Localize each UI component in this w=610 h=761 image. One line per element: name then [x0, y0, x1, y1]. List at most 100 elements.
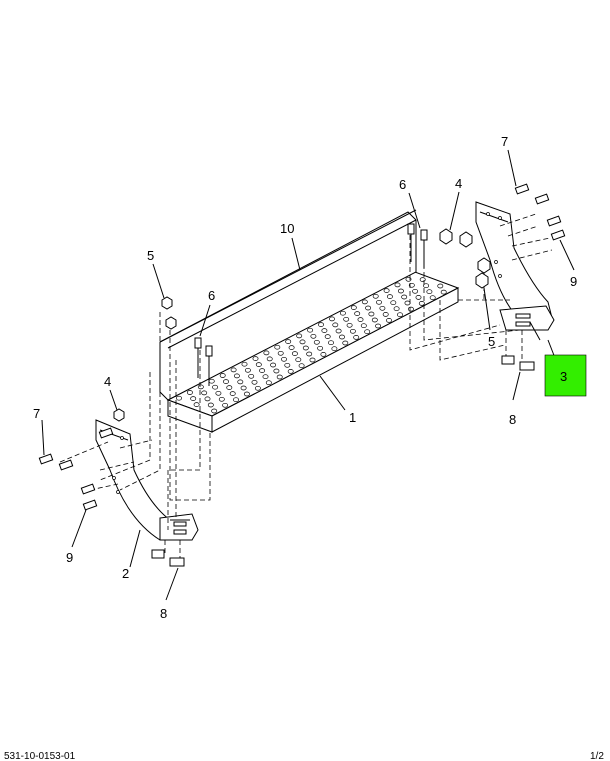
perforation-hole: [218, 396, 225, 402]
perforation-hole: [307, 327, 314, 333]
perforation-hole: [277, 350, 284, 356]
perforation-hole: [190, 396, 197, 401]
callout-8-right: 8: [509, 412, 516, 427]
assembly-lines: [59, 213, 553, 560]
perforation-hole: [332, 322, 339, 328]
bolt-icon: [38, 427, 114, 471]
step-plate: [166, 271, 460, 433]
callout-4-left: 4: [104, 374, 111, 389]
perforation-hole: [379, 305, 386, 311]
perforation-hole: [350, 305, 357, 310]
perforation-hole: [212, 384, 219, 390]
perforation-hole: [237, 379, 244, 385]
perforation-hole: [440, 289, 447, 295]
perforation-hole: [329, 316, 335, 322]
perforation-hole: [407, 306, 414, 312]
callout-5-right: 5: [488, 334, 495, 349]
perforation-hole: [230, 367, 237, 373]
perforation-hole: [263, 350, 270, 356]
perforation-hole: [251, 379, 258, 385]
perforation-hole: [394, 282, 401, 288]
perforation-hole: [426, 289, 433, 295]
perforation-hole: [331, 346, 338, 352]
perforation-hole: [317, 345, 324, 351]
perforation-hole: [229, 391, 236, 396]
perforation-hole: [302, 345, 309, 351]
leader-lines: [41, 149, 575, 601]
perforation-hole: [365, 305, 372, 311]
perforation-hole: [353, 335, 360, 340]
perforation-hole: [412, 288, 419, 294]
callout-5-left: 5: [147, 248, 154, 263]
perforation-hole: [361, 299, 368, 305]
perforation-hole: [259, 368, 266, 373]
back-plate: [159, 209, 417, 401]
callout-4-right: 4: [455, 176, 462, 191]
perforation-hole: [197, 384, 204, 390]
screw-icon: [407, 223, 428, 268]
perforation-hole: [208, 378, 215, 384]
nut-icon: [113, 408, 125, 422]
perforation-hole: [437, 283, 444, 289]
fasteners: [38, 183, 566, 567]
perforation-hole: [243, 391, 250, 397]
perforation-hole: [186, 390, 193, 395]
perforation-hole: [211, 408, 218, 414]
perforation-hole: [287, 369, 294, 374]
perforation-hole: [320, 352, 327, 357]
callout-2: 2: [122, 566, 129, 581]
perforation-hole: [376, 299, 382, 305]
perforation-hole: [233, 397, 239, 403]
perforation-hole: [241, 361, 248, 367]
perforation-hole: [364, 329, 371, 335]
callout-9-right: 9: [570, 274, 577, 289]
perforation-hole: [360, 323, 367, 329]
perforation-hole: [222, 402, 229, 408]
perforation-hole: [176, 395, 182, 401]
perforation-hole: [342, 340, 349, 346]
perforation-hole: [418, 301, 425, 306]
perforation-hole: [215, 390, 222, 396]
perforation-hole: [262, 374, 269, 380]
perforation-hole: [404, 300, 411, 306]
perforation-hole: [371, 317, 378, 323]
callouts: 1 2 4 4 5 5 6 6 7 7 8 8 9 9 10: [33, 134, 577, 621]
perforation-hole: [255, 362, 262, 367]
perforation-hole: [274, 344, 281, 350]
perforation-hole: [270, 362, 277, 368]
right-bracket: [475, 201, 555, 331]
perforation-holes: [176, 276, 447, 414]
nut-icon: [439, 228, 491, 289]
callout-10: 10: [280, 221, 294, 236]
perforation-hole: [339, 310, 346, 316]
perforation-hole: [306, 351, 313, 357]
perforation-hole: [375, 323, 382, 329]
clip-icon: [501, 355, 535, 371]
perforation-hole: [423, 283, 430, 289]
perforation-hole: [309, 357, 316, 363]
perforation-hole: [368, 311, 375, 317]
perforation-hole: [372, 293, 379, 299]
callout-9-left: 9: [66, 550, 73, 565]
perforation-hole: [233, 373, 240, 379]
perforation-hole: [223, 379, 229, 384]
perforation-hole: [419, 277, 426, 282]
perforation-hole: [346, 322, 353, 328]
callout-7-right: 7: [501, 134, 508, 149]
perforation-hole: [288, 345, 295, 350]
highlight-label: 3: [560, 369, 567, 384]
perforation-hole: [285, 339, 292, 344]
perforation-hole: [357, 317, 364, 322]
perforation-hole: [281, 356, 287, 362]
perforation-hole: [390, 300, 397, 306]
perforation-hole: [349, 328, 356, 334]
perforation-hole: [383, 288, 390, 293]
sheet-number: 1/2: [590, 751, 604, 761]
perforation-hole: [313, 339, 320, 345]
perforation-hole: [339, 334, 345, 340]
screw-icon: [194, 337, 213, 386]
perforation-hole: [201, 390, 208, 396]
perforation-hole: [291, 351, 298, 356]
callout-8-left: 8: [160, 606, 167, 621]
